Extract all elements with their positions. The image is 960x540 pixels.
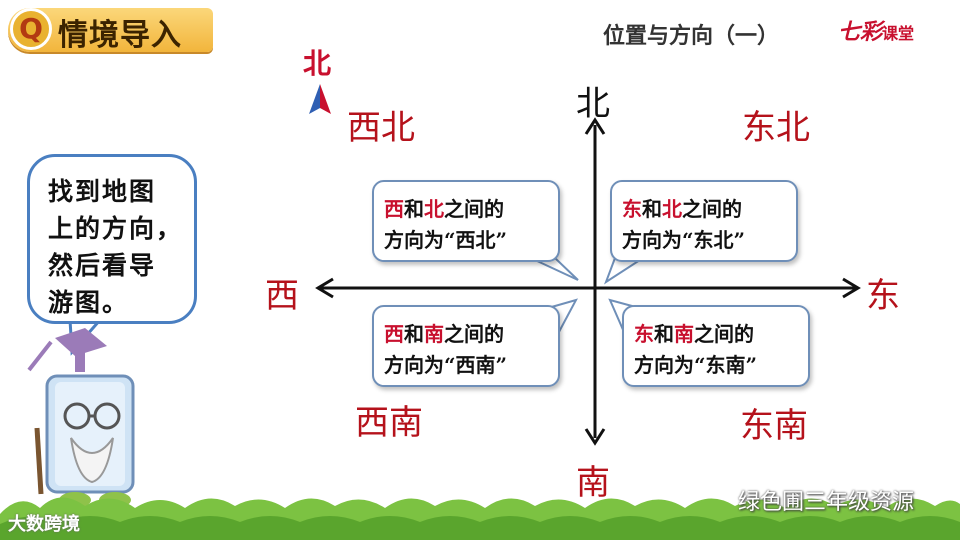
bubble-southwest: 西和南之间的 方向为“西南” [372, 305, 560, 387]
speech-line-1: 找到地图 [48, 177, 157, 206]
page-title: 情境导入 [58, 18, 182, 53]
bubble-southwest-line2: 方向为“西南” [384, 353, 508, 377]
bubble-southeast: 东和南之间的 方向为“东南” [622, 305, 810, 387]
brand-logo-main: 七彩 [838, 20, 883, 45]
lesson-title: 位置与方向（一） [603, 23, 780, 49]
label-north: 北 [576, 84, 610, 124]
brand-logo: 七彩课堂 [838, 14, 914, 46]
label-southwest: 西南 [355, 403, 423, 443]
bubble-northwest: 西和北之间的 方向为“西北” [372, 180, 560, 262]
grass-strip [0, 497, 960, 540]
speech-bubble: 找到地图 上的方向， 然后看导 游图。 [27, 154, 197, 324]
book-character-illustration [27, 328, 135, 508]
bubble-southeast-line1: 东和南之间的 [634, 322, 754, 346]
watermark-source: 绿色圃三年级资源 [738, 490, 915, 515]
speech-line-3: 然后看导 [48, 251, 157, 280]
watermark-left: 大数跨境 [8, 514, 80, 535]
label-south: 南 [576, 463, 610, 503]
label-southeast: 东南 [740, 406, 808, 446]
label-west: 西 [265, 276, 299, 316]
q-badge-icon: Q [10, 8, 52, 50]
label-northeast: 东北 [742, 108, 810, 148]
bubble-northeast-line2: 方向为“东北” [622, 228, 746, 252]
bubble-northwest-line2: 方向为“西北” [384, 228, 508, 252]
bubble-southwest-line1: 西和南之间的 [384, 322, 504, 346]
speech-line-4: 游图。 [48, 288, 130, 317]
compass-arrow-icon [309, 84, 331, 114]
label-northwest: 西北 [347, 108, 415, 148]
speech-line-2: 上的方向， [48, 214, 184, 243]
bubble-northeast: 东和北之间的 方向为“东北” [610, 180, 798, 262]
bubble-northeast-line1: 东和北之间的 [622, 197, 742, 221]
bubble-southeast-line2: 方向为“东南” [634, 353, 758, 377]
compass-north-label: 北 [303, 47, 332, 80]
brand-logo-sub: 课堂 [882, 24, 915, 43]
label-east: 东 [866, 276, 900, 316]
bubble-northwest-line1: 西和北之间的 [384, 197, 504, 221]
